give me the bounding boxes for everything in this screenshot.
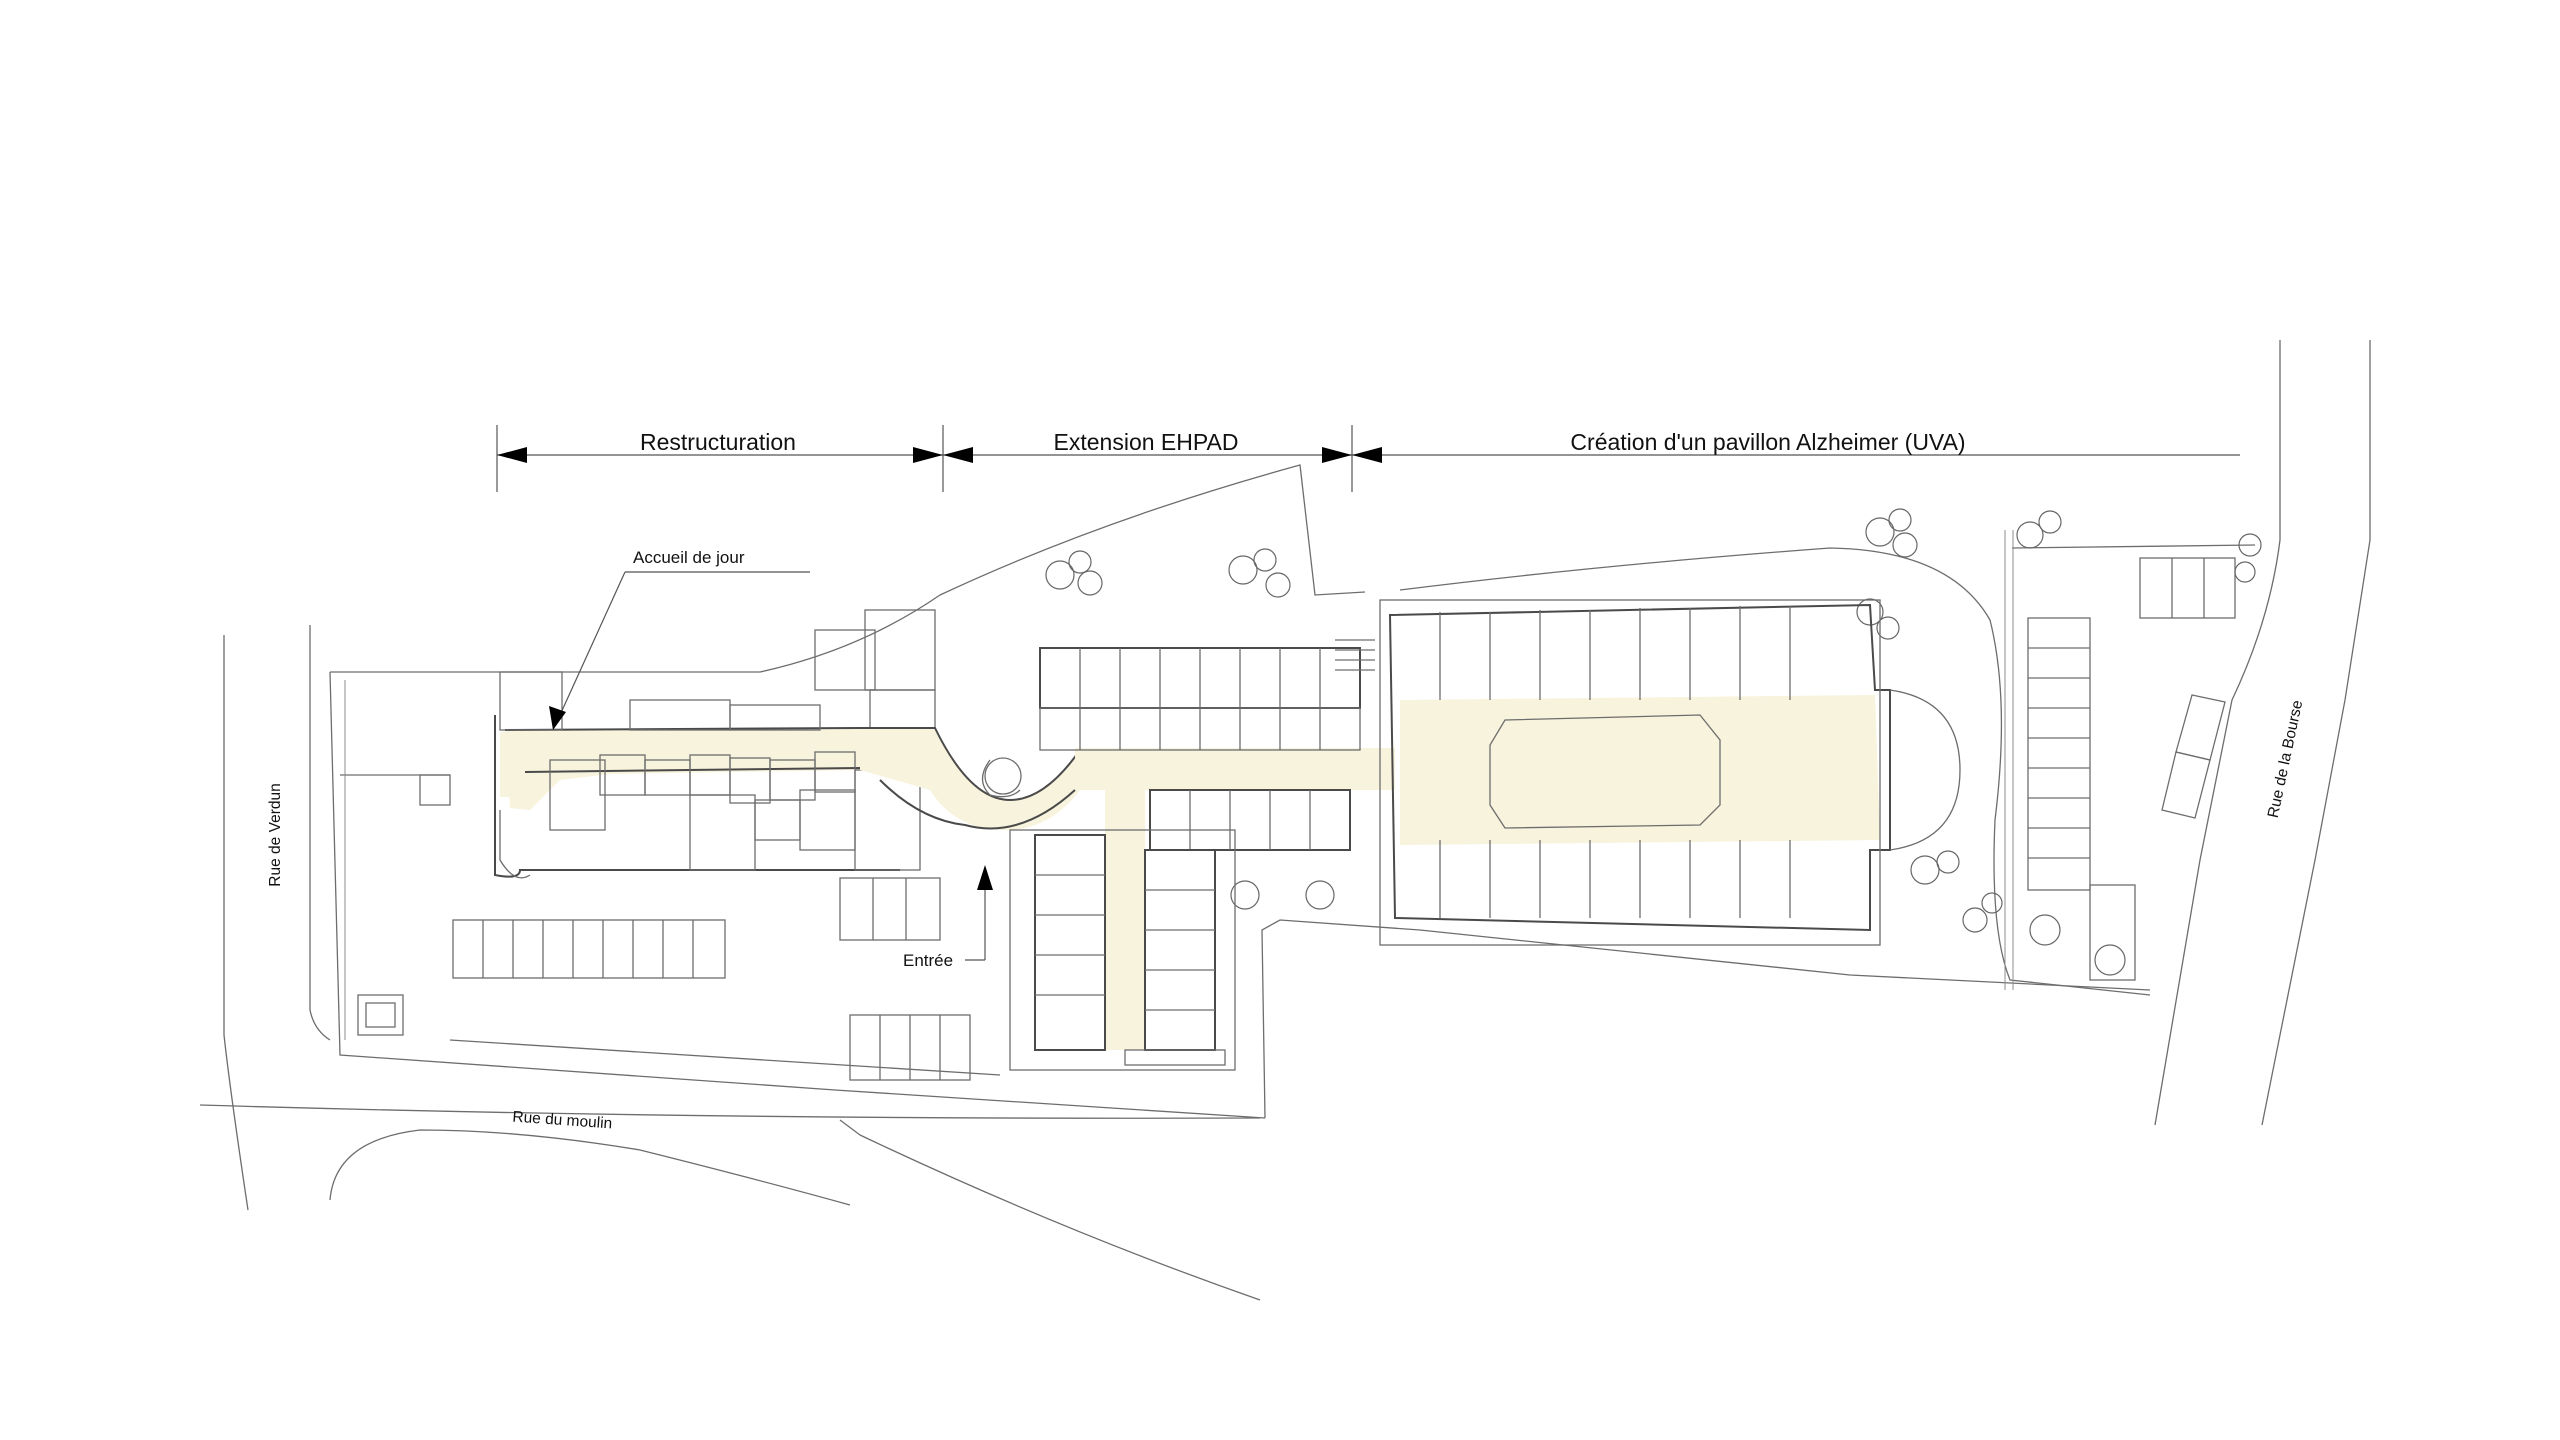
building-restructuration [494, 609, 936, 879]
building-alzheimer [1379, 599, 1961, 946]
parking-east [2027, 557, 2236, 981]
section-label-creation: Création d'un pavillon Alzheimer (UVA) [1570, 429, 1965, 455]
section-dimension-line [496, 425, 2240, 492]
street-label-bourse: Rue de la Bourse [2265, 699, 2307, 820]
misc-structures [340, 680, 451, 1040]
annotation-accueil [549, 571, 810, 730]
street-label-moulin: Rue du moulin [512, 1109, 613, 1133]
street-label-verdun: Rue de Verdun [267, 783, 284, 886]
site-boundary [329, 464, 2256, 1119]
street-lines [199, 340, 2371, 1301]
annotation-entree [965, 865, 993, 961]
building-extension [1009, 639, 1395, 1071]
annotation-label-entree: Entrée [903, 951, 953, 970]
section-label-extension: Extension EHPAD [1054, 429, 1239, 455]
building-entrance-link [860, 727, 1081, 830]
annotation-label-accueil: Accueil de jour [633, 548, 745, 567]
section-label-restructuration: Restructuration [640, 429, 796, 455]
parking-center [839, 877, 971, 1081]
parking-west [452, 919, 726, 979]
trees [1045, 508, 2262, 976]
